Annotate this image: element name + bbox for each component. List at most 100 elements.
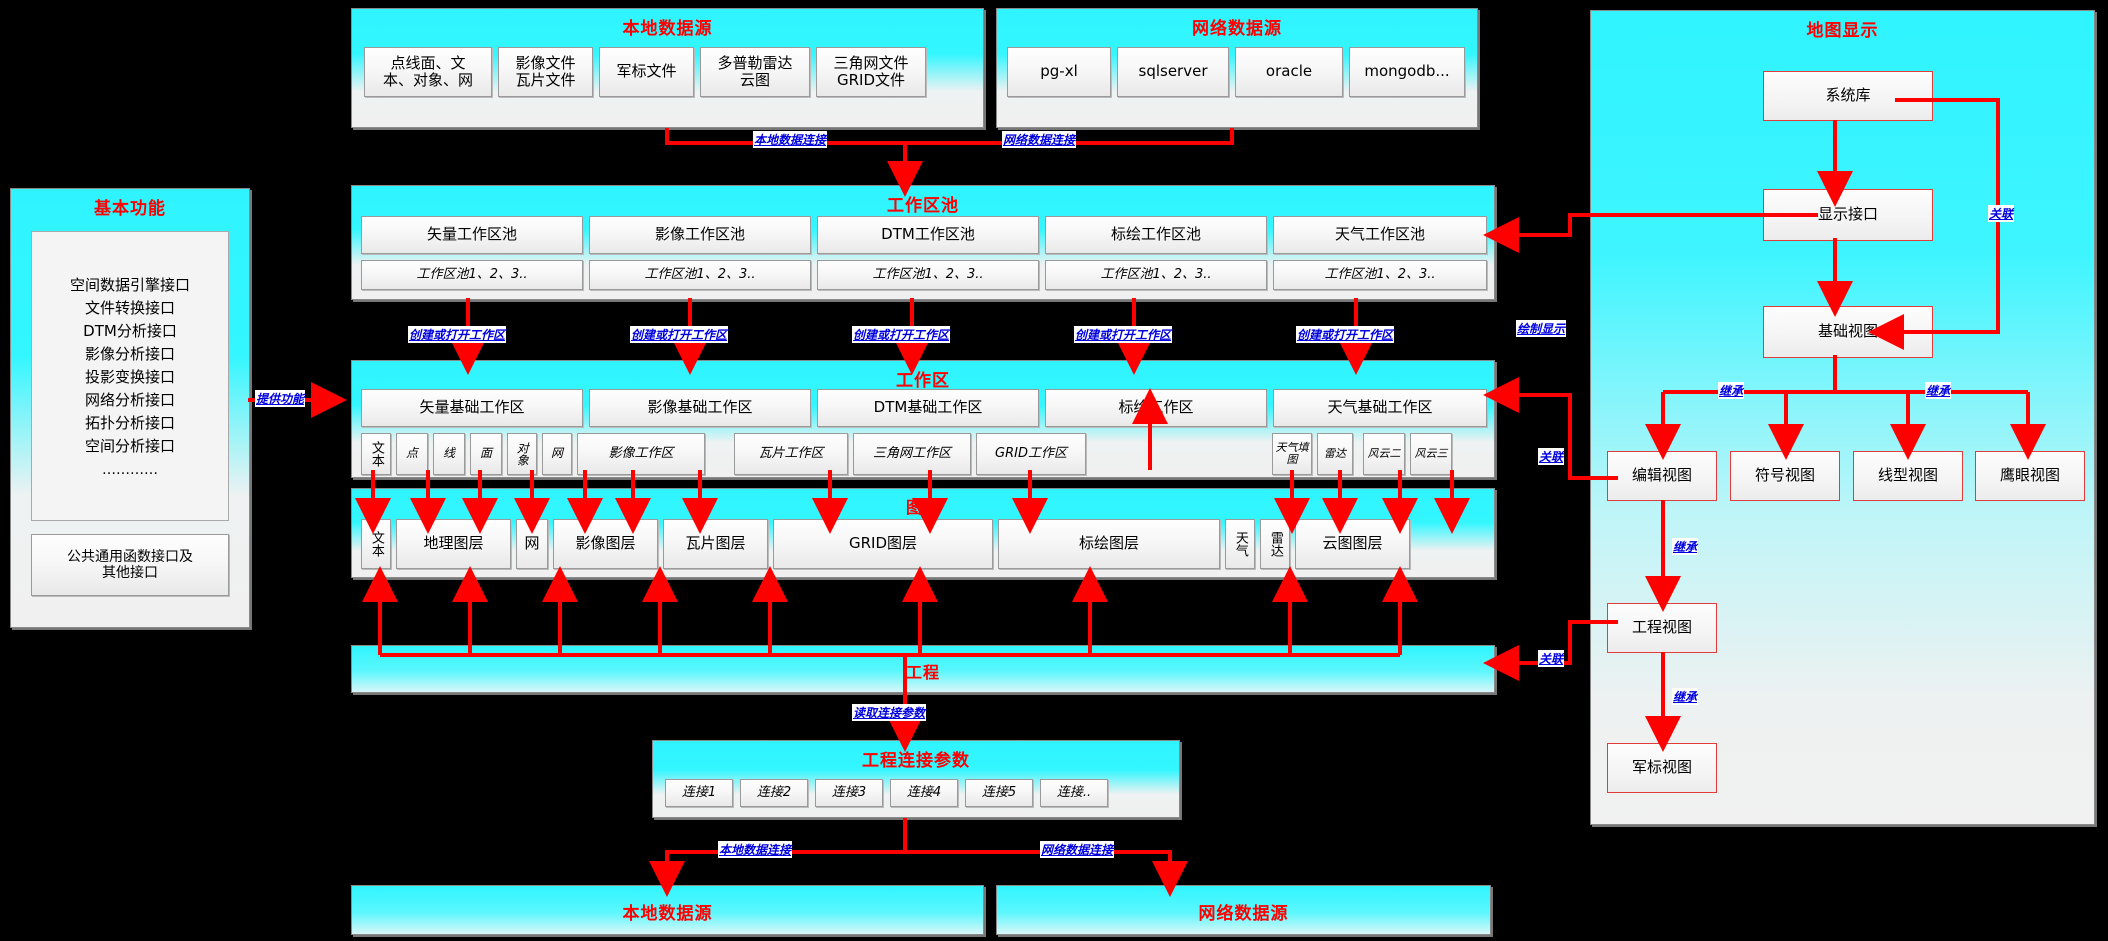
panel-title-bottom-local: 本地数据源 xyxy=(622,904,713,924)
network-source-item[interactable]: mongodb... xyxy=(1349,47,1465,97)
workspace-pool-sub[interactable]: 工作区池1、2、3.. xyxy=(817,260,1039,290)
workspace-leaf-tile[interactable]: 瓦片工作区 xyxy=(734,433,848,475)
workspace-base-image[interactable]: 影像基础工作区 xyxy=(589,389,811,427)
workspace-pool-weather[interactable]: 天气工作区池 xyxy=(1273,216,1487,254)
panel-title-map-display: 地图显示 xyxy=(1806,21,1879,41)
interface-item: 文件转换接口 xyxy=(84,299,175,317)
workspace-leaf-polygon[interactable]: 面 xyxy=(470,433,502,475)
interface-item: 网络分析接口 xyxy=(84,391,175,409)
workspace-base-dtm[interactable]: DTM基础工作区 xyxy=(817,389,1039,427)
panel-workspace-pool: 工作区池 矢量工作区池 影像工作区池 DTM工作区池 标绘工作区池 天气工作区池… xyxy=(351,185,1495,300)
edge-label-inherit-right: 继承 xyxy=(1925,382,1952,399)
workspace-base-weather[interactable]: 天气基础工作区 xyxy=(1273,389,1487,427)
node-line-view[interactable]: 线型视图 xyxy=(1853,451,1963,501)
workspace-pool-sub[interactable]: 工作区池1、2、3.. xyxy=(1273,260,1487,290)
connection-item[interactable]: 连接1 xyxy=(665,779,733,807)
node-edit-view[interactable]: 编辑视图 xyxy=(1607,451,1717,501)
basic-function-interface-list: 空间数据引擎接口 文件转换接口 DTM分析接口 影像分析接口 投影变换接口 网络… xyxy=(31,231,229,521)
layer-net[interactable]: 网 xyxy=(516,519,548,569)
layer-cloud[interactable]: 云图图层 xyxy=(1295,519,1410,569)
edge-label-relate-workspace: 关联 xyxy=(1538,448,1565,465)
local-source-item[interactable]: 多普勒雷达 云图 xyxy=(700,47,810,97)
edge-label-create-open-ws: 创建或打开工作区 xyxy=(1296,326,1395,343)
network-source-item[interactable]: pg-xl xyxy=(1007,47,1111,97)
panel-workspace: 工作区 矢量基础工作区 影像基础工作区 DTM基础工作区 标绘工作区 天气基础工… xyxy=(351,360,1495,478)
edge-label-relate-project: 关联 xyxy=(1538,650,1565,667)
workspace-leaf-line[interactable]: 线 xyxy=(433,433,465,475)
common-function-interface[interactable]: 公共通用函数接口及 其他接口 xyxy=(31,534,229,596)
panel-project-connection-params: 工程连接参数 连接1 连接2 连接3 连接4 连接5 连接.. xyxy=(652,740,1180,818)
panel-title-layers: 图层 xyxy=(905,498,940,517)
interface-item: 拓扑分析接口 xyxy=(84,414,175,432)
node-project-view[interactable]: 工程视图 xyxy=(1607,603,1717,653)
panel-title-workspace: 工作区 xyxy=(896,371,950,391)
layer-plot[interactable]: 标绘图层 xyxy=(998,519,1220,569)
connection-item[interactable]: 连接.. xyxy=(1040,779,1108,807)
edge-label-draw-display: 绘制显示 xyxy=(1516,320,1567,337)
panel-network-data-source: 网络数据源 pg-xl sqlserver oracle mongodb... xyxy=(996,8,1478,128)
workspace-leaf-image[interactable]: 影像工作区 xyxy=(577,433,705,475)
interface-item: 空间分析接口 xyxy=(84,437,175,455)
workspace-leaf-object[interactable]: 对象 xyxy=(507,433,537,475)
connection-item[interactable]: 连接5 xyxy=(965,779,1033,807)
local-source-item[interactable]: 军标文件 xyxy=(599,47,694,97)
workspace-base-vector[interactable]: 矢量基础工作区 xyxy=(361,389,583,427)
local-source-item[interactable]: 影像文件 瓦片文件 xyxy=(498,47,593,97)
network-source-item[interactable]: oracle xyxy=(1235,47,1343,97)
edge-label-create-open-ws: 创建或打开工作区 xyxy=(852,326,951,343)
local-source-item[interactable]: 点线面、文 本、对象、网 xyxy=(364,47,492,97)
edge-label-bottom-local-conn: 本地数据连接 xyxy=(718,841,793,858)
node-symbol-view[interactable]: 符号视图 xyxy=(1730,451,1840,501)
workspace-pool-sub[interactable]: 工作区池1、2、3.. xyxy=(361,260,583,290)
workspace-leaf-fy2[interactable]: 风云二 xyxy=(1363,433,1405,475)
edge-label-inherit-military: 继承 xyxy=(1672,688,1699,705)
workspace-leaf-text[interactable]: 文本 xyxy=(361,433,391,475)
workspace-pool-image[interactable]: 影像工作区池 xyxy=(589,216,811,254)
edge-label-create-open-ws: 创建或打开工作区 xyxy=(1074,326,1173,343)
workspace-leaf-grid[interactable]: GRID工作区 xyxy=(976,433,1086,475)
workspace-base-plot[interactable]: 标绘工作区 xyxy=(1045,389,1267,427)
workspace-leaf-net[interactable]: 网 xyxy=(542,433,572,475)
interface-item: ………… xyxy=(102,462,158,478)
workspace-pool-vector[interactable]: 矢量工作区池 xyxy=(361,216,583,254)
panel-title-local-source: 本地数据源 xyxy=(622,19,713,39)
layer-image[interactable]: 影像图层 xyxy=(553,519,658,569)
workspace-pool-dtm[interactable]: DTM工作区池 xyxy=(817,216,1039,254)
connection-item[interactable]: 连接3 xyxy=(815,779,883,807)
node-military-view[interactable]: 军标视图 xyxy=(1607,743,1717,793)
layer-text[interactable]: 文本 xyxy=(361,519,391,569)
layer-grid[interactable]: GRID图层 xyxy=(773,519,993,569)
panel-title-workspace-pool: 工作区池 xyxy=(887,196,959,216)
workspace-leaf-point[interactable]: 点 xyxy=(396,433,428,475)
workspace-pool-sub[interactable]: 工作区池1、2、3.. xyxy=(1045,260,1267,290)
node-system-db[interactable]: 系统库 xyxy=(1763,71,1933,121)
panel-bottom-local-source: 本地数据源 xyxy=(351,885,984,935)
workspace-pool-sub[interactable]: 工作区池1、2、3.. xyxy=(589,260,811,290)
interface-item: 影像分析接口 xyxy=(84,345,175,363)
layer-tile[interactable]: 瓦片图层 xyxy=(663,519,768,569)
layer-geo[interactable]: 地理图层 xyxy=(396,519,511,569)
layer-radar[interactable]: 雷达 xyxy=(1260,519,1290,569)
workspace-leaf-weather-chart[interactable]: 天气填图 xyxy=(1272,433,1312,475)
panel-title-bottom-network: 网络数据源 xyxy=(1198,904,1289,924)
workspace-leaf-tin[interactable]: 三角网工作区 xyxy=(853,433,971,475)
connection-item[interactable]: 连接4 xyxy=(890,779,958,807)
workspace-leaf-radar[interactable]: 雷达 xyxy=(1317,433,1353,475)
connection-item[interactable]: 连接2 xyxy=(740,779,808,807)
panel-basic-function: 基本功能 空间数据引擎接口 文件转换接口 DTM分析接口 影像分析接口 投影变换… xyxy=(10,188,250,628)
local-source-item[interactable]: 三角网文件 GRID文件 xyxy=(816,47,926,97)
node-display-api[interactable]: 显示接口 xyxy=(1763,189,1933,241)
panel-map-display: 地图显示 系统库 显示接口 基础视图 编辑视图 符号视图 线型视图 鹰眼视图 工… xyxy=(1590,10,2095,825)
node-eagle-view[interactable]: 鹰眼视图 xyxy=(1975,451,2085,501)
node-base-view[interactable]: 基础视图 xyxy=(1763,306,1933,358)
panel-title-project-conn: 工程连接参数 xyxy=(862,751,970,771)
interface-item: DTM分析接口 xyxy=(83,322,177,340)
workspace-leaf-fy3[interactable]: 风云三 xyxy=(1410,433,1452,475)
network-source-item[interactable]: sqlserver xyxy=(1117,47,1229,97)
layer-weather[interactable]: 天气 xyxy=(1225,519,1255,569)
panel-project: 工程 xyxy=(351,645,1495,693)
workspace-pool-plot[interactable]: 标绘工作区池 xyxy=(1045,216,1267,254)
panel-title-network-source: 网络数据源 xyxy=(1192,19,1282,39)
edge-label-create-open-ws: 创建或打开工作区 xyxy=(408,326,507,343)
panel-local-data-source: 本地数据源 点线面、文 本、对象、网 影像文件 瓦片文件 军标文件 多普勒雷达 … xyxy=(351,8,984,128)
